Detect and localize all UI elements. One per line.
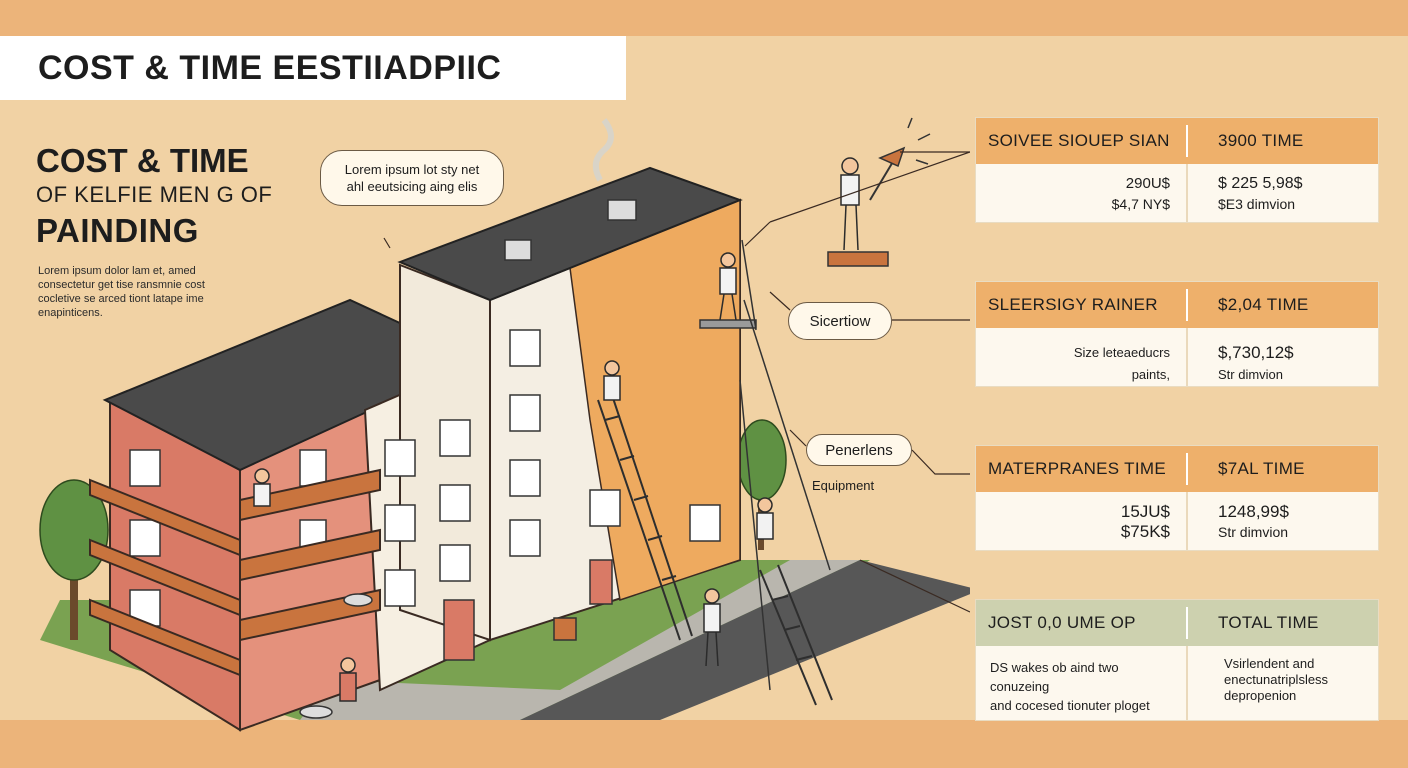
table-cell-right-line2: enectunatriplsless <box>1224 672 1329 687</box>
callout-equipment-label: Equipment <box>812 478 875 493</box>
table-body: Size leteaeducrs paints, $,730,12$ Str d… <box>976 328 1378 386</box>
table-header-right: TOTAL TIME <box>1218 613 1319 632</box>
title-banner: COST & TIME EESTIIADPIIC <box>0 36 626 100</box>
paint-bucket-icon <box>299 593 577 719</box>
table-header: JOST 0,0 UME OP TOTAL TIME <box>976 600 1378 646</box>
painter-figure-icon <box>253 157 860 702</box>
callout-top-line1: Lorem ipsum lot sty net <box>344 162 480 177</box>
ladder-right <box>759 564 833 706</box>
table-header: SLEERSIGY RAINER $2,04 TIME <box>976 282 1378 328</box>
roof-vent <box>504 239 532 261</box>
table-header: MATERPRANES TIME $7AL TIME <box>976 446 1378 492</box>
painter-platform <box>699 319 757 329</box>
connector-lines <box>383 151 970 613</box>
table-cell-right: Vsirlendent and enectunatriplsless depro… <box>1188 646 1378 720</box>
table-header: SOIVEE SIOUEP SIAN 3900 TIME <box>976 118 1378 164</box>
table-cell-right-line1: $,730,12$ <box>1218 343 1294 362</box>
table-body: DS wakes ob aind two conuzeing and coces… <box>976 646 1378 720</box>
callout-top-line2: ahl eeutsicing aing elis <box>346 179 478 194</box>
total-table: JOST 0,0 UME OP TOTAL TIME DS wakes ob a… <box>976 600 1378 720</box>
table-cell-left: Size leteaeducrs paints, <box>976 328 1188 386</box>
table-cell-right: 1248,99$ Str dimvion <box>1188 492 1378 550</box>
table-cell-right-line2: Str dimvion <box>1218 524 1289 540</box>
table-cell-right: $,730,12$ Str dimvion <box>1188 328 1378 386</box>
table-cell-left-line2: $75K$ <box>1120 522 1170 541</box>
table-cell-left-line1: 290U$ <box>1125 175 1170 192</box>
table-cell-left: 15JU$ $75K$ <box>976 492 1188 550</box>
paint-can-stack <box>827 251 889 267</box>
front-door <box>443 599 475 661</box>
table-cell-left-line1: 15JU$ <box>1120 502 1170 521</box>
callout-bubble-penerlens: Penerlens <box>806 434 912 466</box>
table-cell-left: 290U$ $4,7 NY$ <box>976 164 1188 222</box>
roof-vent-2 <box>607 199 637 221</box>
table-header-right: $7AL TIME <box>1218 459 1305 478</box>
page-title: COST & TIME EESTIIADPIIC <box>38 48 502 87</box>
ladder-main <box>597 394 693 641</box>
cost-table-1: SOIVEE SIOUEP SIAN 3900 TIME 290U$ $4,7 … <box>976 118 1378 222</box>
scaffolding <box>89 468 381 677</box>
table-cell-left-line2: paints, <box>1131 367 1170 382</box>
side-body-text: Lorem ipsum dolor lam et, amed consectet… <box>38 265 205 319</box>
table-header-left: SLEERSIGY RAINER <box>976 289 1188 321</box>
table-cell-right-line2: Str dimvion <box>1218 367 1284 382</box>
table-cell-left: DS wakes ob aind two conuzeing and coces… <box>976 646 1188 720</box>
side-heading-line2: OF KELFIE MEN G OF <box>36 182 273 207</box>
table-cell-left-line2: and cocesed tionuter ploget <box>990 698 1150 713</box>
table-header-left: JOST 0,0 UME OP <box>976 607 1188 639</box>
paint-brush-icon <box>869 117 931 201</box>
callout-penerlens-label: Penerlens <box>825 441 893 459</box>
table-cell-left-line1: DS wakes ob aind two conuzeing <box>990 660 1119 694</box>
building-illustration <box>39 117 970 732</box>
table-cell-right-line1: $ 225 5,98$ <box>1218 175 1303 192</box>
table-header-right: $2,04 TIME <box>1218 295 1309 314</box>
cost-table-2: SLEERSIGY RAINER $2,04 TIME Size leteaed… <box>976 282 1378 386</box>
side-heading: COST & TIME OF KELFIE MEN G OF PAINDING <box>36 142 296 252</box>
table-header-left: SOIVEE SIOUEP SIAN <box>976 125 1188 157</box>
table-body: 15JU$ $75K$ 1248,99$ Str dimvion <box>976 492 1378 550</box>
side-heading-line3: PAINDING <box>36 212 199 249</box>
table-header-left: MATERPRANES TIME <box>976 453 1188 485</box>
table-cell-right-line2: $E3 dimvion <box>1218 196 1296 212</box>
table-cell-right-line3: depropenion <box>1224 688 1297 703</box>
table-cell-right-line1: Vsirlendent and <box>1224 656 1315 671</box>
tall-roof <box>397 166 743 302</box>
chimney-smoke <box>592 118 614 182</box>
callout-bubble-top: Lorem ipsum lot sty net ahl eeutsicing a… <box>320 150 504 206</box>
side-heading-line1: COST & TIME <box>36 142 249 179</box>
street <box>520 560 970 720</box>
callout-sicertiow-label: Sicertiow <box>809 312 871 330</box>
side-door <box>589 559 613 605</box>
table-cell-left-line2: $4,7 NY$ <box>1111 196 1170 212</box>
callout-bubble-sicertiow: Sicertiow <box>788 302 892 340</box>
cost-table-3: MATERPRANES TIME $7AL TIME 15JU$ $75K$ 1… <box>976 446 1378 550</box>
sidewalk <box>300 560 860 720</box>
table-cell-left-line1: Size leteaeducrs <box>1073 345 1170 360</box>
table-body: 290U$ $4,7 NY$ $ 225 5,98$ $E3 dimvion <box>976 164 1378 222</box>
top-band <box>0 0 1408 36</box>
table-header-right: 3900 TIME <box>1218 131 1304 150</box>
table-cell-right: $ 225 5,98$ $E3 dimvion <box>1188 164 1378 222</box>
table-cell-right-line1: 1248,99$ <box>1218 502 1289 521</box>
bottom-band <box>0 720 1408 768</box>
